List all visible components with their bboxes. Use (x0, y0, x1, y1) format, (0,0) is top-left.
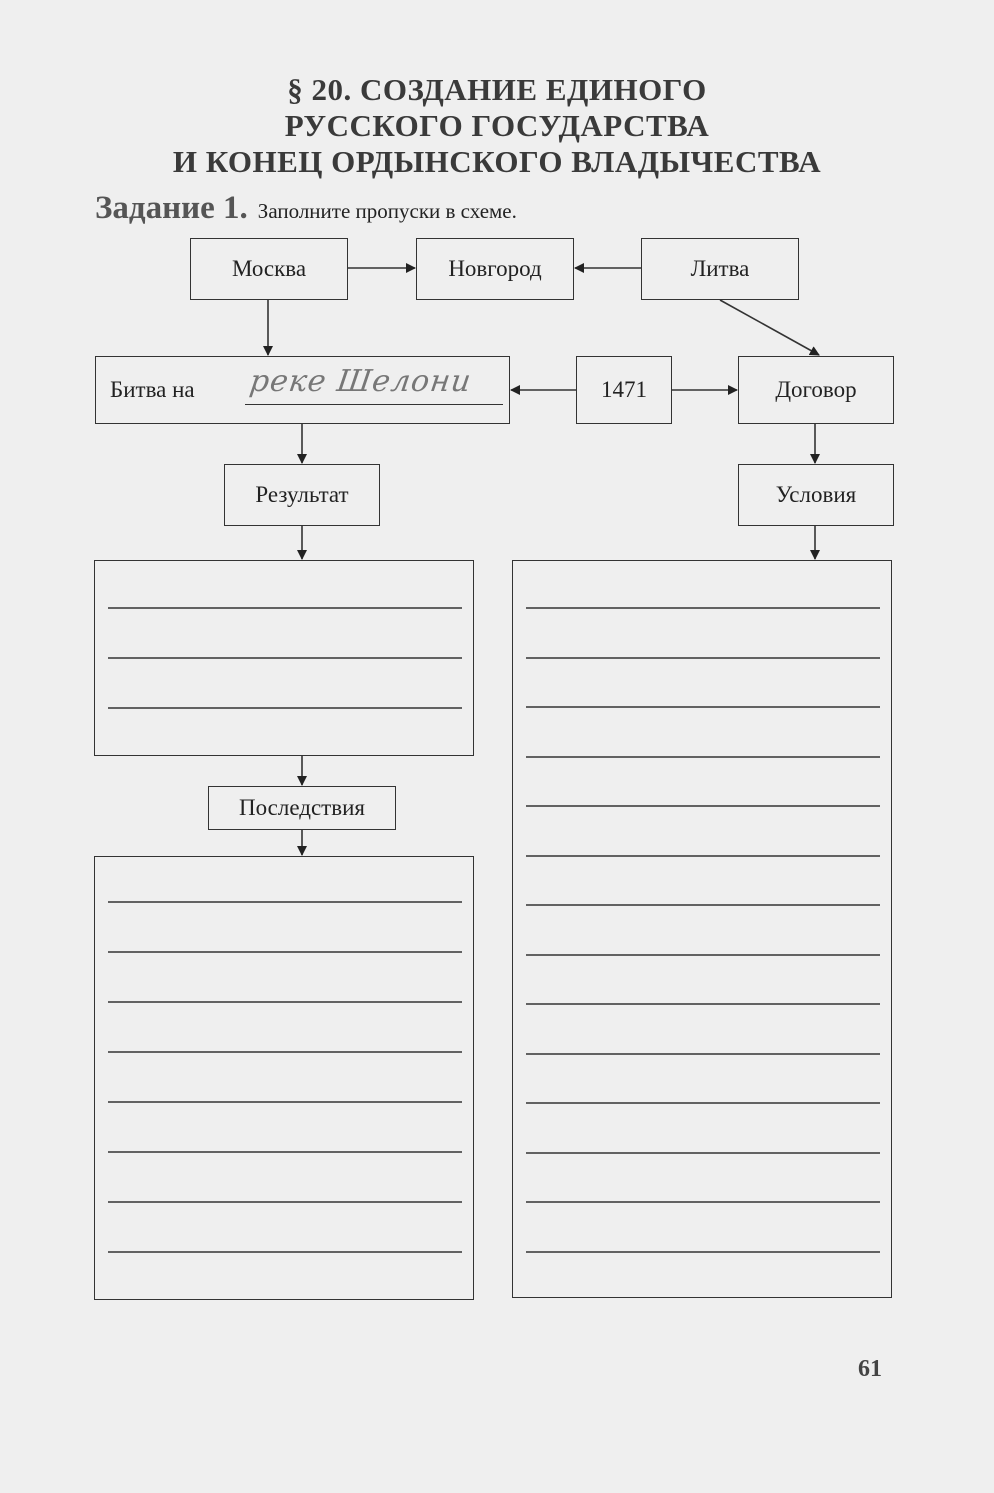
heading-line-3: И КОНЕЦ ОРДЫНСКОГО ВЛАДЫЧЕСТВА (172, 144, 822, 179)
page-number: 61 (858, 1356, 882, 1382)
box-moscow-label: Москва (231, 256, 307, 281)
box-novgorod: Новгород (416, 238, 574, 300)
heading-line-1: § 20. СОЗДАНИЕ ЕДИНОГО (287, 72, 707, 107)
battle-answer-handwritten[interactable]: реке Шелони (247, 364, 474, 399)
heading-line-2: РУССКОГО ГОСУДАРСТВА (284, 108, 710, 143)
box-lithuania-label: Литва (690, 256, 750, 281)
consequences-answer-box[interactable] (94, 856, 474, 1300)
conditions-answer-box[interactable] (512, 560, 892, 1298)
box-result-label: Результат (255, 482, 349, 507)
task-instruction: Заполните пропуски в схеме. (257, 199, 517, 223)
box-lithuania: Литва (641, 238, 799, 300)
arrow-lithuania-treaty (719, 299, 820, 356)
box-year-label: 1471 (601, 377, 647, 402)
box-novgorod-label: Новгород (448, 256, 542, 281)
box-treaty-label: Договор (775, 377, 857, 402)
box-conditions-label: Условия (775, 482, 857, 507)
box-moscow: Москва (190, 238, 348, 300)
box-treaty: Договор (738, 356, 894, 424)
box-consequences-label: Последствия (239, 795, 365, 820)
box-battle-label: Битва на (110, 377, 195, 402)
box-battle: Битва на (95, 356, 510, 424)
section-heading: § 20. СОЗДАНИЕ ЕДИНОГО РУССКОГО ГОСУДАРС… (0, 72, 994, 180)
box-year: 1471 (576, 356, 672, 424)
result-answer-box[interactable] (94, 560, 474, 756)
task-label: Задание 1. (95, 190, 248, 226)
box-consequences: Последствия (208, 786, 396, 830)
box-result: Результат (224, 464, 380, 526)
box-conditions: Условия (738, 464, 894, 526)
battle-answer-line (245, 404, 503, 405)
task-1: Задание 1. Заполните пропуски в схеме. (95, 190, 517, 227)
